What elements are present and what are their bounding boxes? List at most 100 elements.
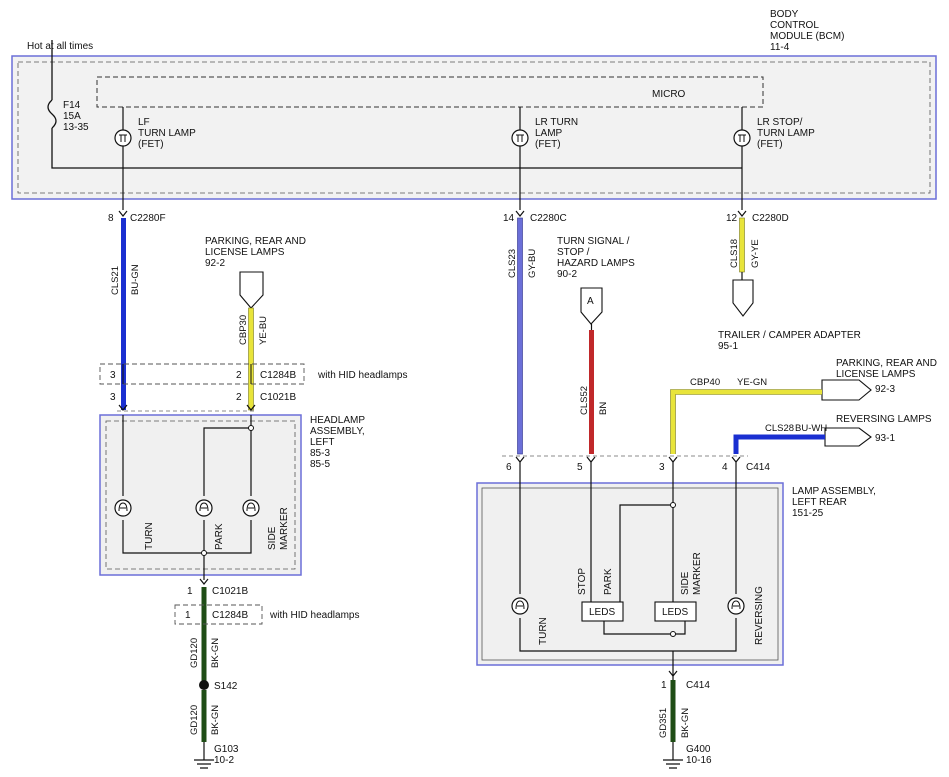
c1021b-pin-2: 2 xyxy=(236,392,242,403)
headlamp-title-4: 85-3 xyxy=(310,448,330,459)
lr-turn-label-2: LAMP xyxy=(535,128,563,139)
wire-cls18-label: CLS18 xyxy=(729,239,740,268)
lamp-park-label: PARK xyxy=(603,568,614,595)
reversing-lamp-icon xyxy=(727,597,745,615)
c1284b-label: C1284B xyxy=(260,370,296,381)
lr-turn-label-1: LR TURN xyxy=(535,117,578,128)
wire-bu-wh-label: BU-WH xyxy=(795,423,827,434)
splice-s142 xyxy=(199,680,209,690)
parking-ref-r-1: PARKING, REAR AND xyxy=(836,358,937,369)
ground-g103-label: G103 xyxy=(214,744,239,755)
parking-ref-2: LICENSE LAMPS xyxy=(205,247,285,258)
bulb-side-label: SIDE xyxy=(267,526,278,550)
lf-output-label-2: TURN LAMP xyxy=(138,128,196,139)
wire-ye-bu-label: YE-BU xyxy=(258,316,269,345)
wire-gd120b-label: GD120 xyxy=(189,705,200,735)
c414-pin-6: 6 xyxy=(506,462,512,473)
c2280c-label: C2280C xyxy=(530,213,567,224)
lamp-side-label: SIDE xyxy=(680,571,691,595)
c414-pin-3: 3 xyxy=(659,462,665,473)
connector-a-label: A xyxy=(587,296,594,307)
lr-turn-label-3: (FET) xyxy=(535,139,561,150)
ground-g400-icon xyxy=(663,742,683,769)
wire-cls18 xyxy=(739,217,745,273)
wire-bu-gn-label: BU-GN xyxy=(130,264,141,295)
c1284b-gnd-pin: 1 xyxy=(185,610,191,621)
ground-g103-icon xyxy=(194,742,214,769)
c1021b-gnd-pin: 1 xyxy=(187,586,193,597)
lamp-stop-label: STOP xyxy=(577,568,588,595)
lamp-title-2: LEFT REAR xyxy=(792,497,847,508)
lr-stop-fet-icon xyxy=(733,129,751,147)
micro-box xyxy=(96,76,764,108)
reversing-connector-symbol xyxy=(824,427,872,447)
hot-at-all-times-label: Hot at all times xyxy=(27,41,93,52)
headlamp-title-2: ASSEMBLY, xyxy=(310,426,365,437)
trailer-ref-1: TRAILER / CAMPER ADAPTER xyxy=(718,330,861,341)
c1284b-gnd-label: C1284B xyxy=(212,610,248,621)
c414-pin-5: 5 xyxy=(577,462,583,473)
leds-label-1: LEDS xyxy=(589,607,615,618)
micro-label: MICRO xyxy=(652,89,686,100)
bcm-title-4: 11-4 xyxy=(770,42,790,53)
lamp-reversing-label: REVERSING xyxy=(754,586,765,645)
wire-cls23 xyxy=(517,217,523,455)
leds-box-1 xyxy=(581,601,624,622)
fuse-label-1: F14 xyxy=(63,100,81,111)
parking-ref-r-2: LICENSE LAMPS xyxy=(836,369,916,380)
parking-ref-r-3: 92-3 xyxy=(875,384,895,395)
lr-stop-label-3: (FET) xyxy=(757,139,783,150)
c1284b-pin-2: 2 xyxy=(236,370,242,381)
lamp-marker-label: MARKER xyxy=(692,552,703,595)
lr-stop-label-2: TURN LAMP xyxy=(757,128,815,139)
c1284b-pin-3: 3 xyxy=(110,370,116,381)
ground-g103-ref: 10-2 xyxy=(214,755,234,766)
with-hid-label: with HID headlamps xyxy=(317,370,407,381)
c1021b-label: C1021B xyxy=(260,392,296,403)
ground-g400-label: G400 xyxy=(686,744,711,755)
bulb-marker-label: MARKER xyxy=(279,507,290,550)
bcm-module: MICRO BODY CONTROL MODULE (BCM) 11-4 Hot… xyxy=(11,9,937,200)
parking-ref-3: 92-2 xyxy=(205,258,225,269)
trailer-ref-2: 95-1 xyxy=(718,341,738,352)
lamp-title-1: LAMP ASSEMBLY, xyxy=(792,486,876,497)
fuse-f14-symbol xyxy=(47,99,57,129)
with-hid-label-2: with HID headlamps xyxy=(269,610,359,621)
parking-ref-1: PARKING, REAR AND xyxy=(205,236,306,247)
turn-lamp-icon xyxy=(511,597,529,615)
bcm-title-2: CONTROL xyxy=(770,20,819,31)
trailer-connector-symbol xyxy=(732,279,754,317)
headlamp-title-1: HEADLAMP xyxy=(310,415,365,426)
lamp-assembly-box xyxy=(476,482,784,666)
parking-connector-symbol xyxy=(239,271,264,309)
wire-cls21 xyxy=(121,218,126,410)
c414-gnd-pin: 1 xyxy=(661,680,667,691)
bcm-title-3: MODULE (BCM) xyxy=(770,31,844,42)
turn-ref-4: 90-2 xyxy=(557,269,577,280)
c1021b-pin-3: 3 xyxy=(110,392,116,403)
wire-bn-label: BN xyxy=(598,402,609,415)
splice-s142-label: S142 xyxy=(214,681,238,692)
lf-fet-icon xyxy=(114,129,132,147)
wire-cls52-label: CLS52 xyxy=(579,386,590,415)
wire-gd120-lower xyxy=(201,690,207,742)
right-circuit: 14 C2280C 12 C2280D CLS23 GY-BU TURN SIG… xyxy=(476,168,937,769)
wire-gy-bu-label: GY-BU xyxy=(527,249,538,278)
wire-gd351-label: GD351 xyxy=(658,708,669,738)
bulb-park-label: PARK xyxy=(214,523,225,550)
lr-stop-label-1: LR STOP/ xyxy=(757,117,803,128)
reversing-ref-2: 93-1 xyxy=(875,433,895,444)
bulb-turn-label: TURN xyxy=(144,522,155,550)
c414-label: C414 xyxy=(746,462,770,473)
c1021b-gnd-label: C1021B xyxy=(212,586,248,597)
wire-cbp30 xyxy=(248,307,254,411)
c414-gnd-label: C414 xyxy=(686,680,710,691)
wire-cbp40 xyxy=(670,389,822,454)
c2280f-label: C2280F xyxy=(130,213,166,224)
wire-cbp30-label: CBP30 xyxy=(238,315,249,345)
wire-bk-gn-b-label: BK-GN xyxy=(210,705,221,735)
c2280d-pin: 12 xyxy=(726,213,738,224)
wire-gy-ye-label: GY-YE xyxy=(750,239,761,268)
c414-pin-4: 4 xyxy=(722,462,728,473)
left-circuit: 8 C2280F CLS21 BU-GN PARKING, REAR AND L… xyxy=(99,168,407,769)
